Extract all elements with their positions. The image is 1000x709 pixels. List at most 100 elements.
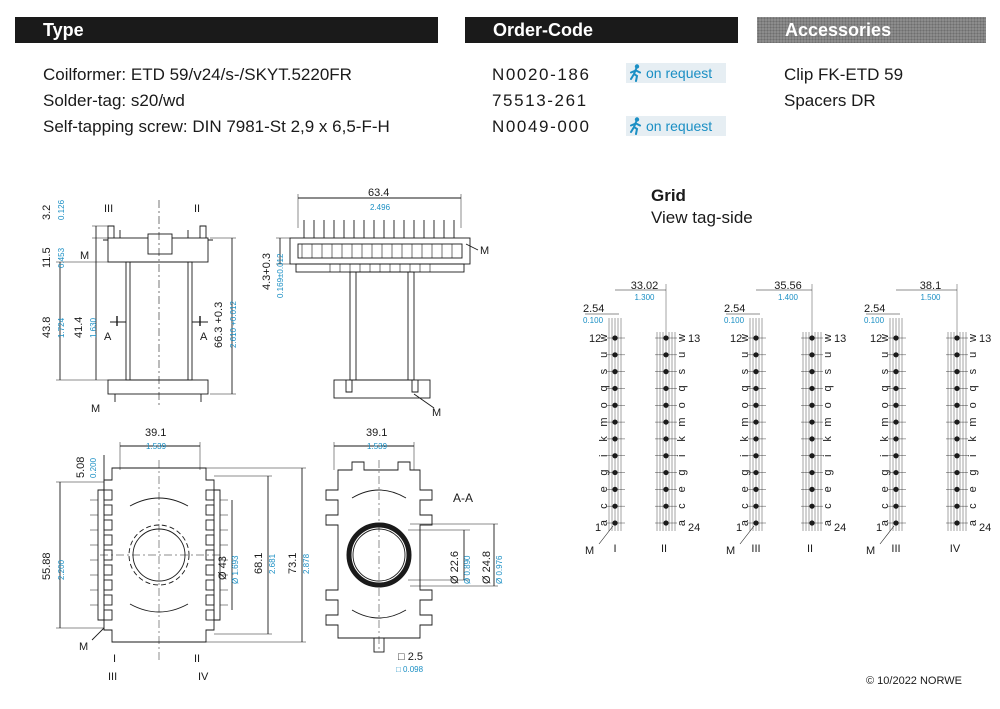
pin-letter: m [822, 418, 834, 427]
roman-grid-left: III [751, 543, 760, 555]
grid-pitch-inch: 0.100 [864, 316, 885, 325]
pin-number-13: 13 [834, 333, 846, 345]
dim-front-63-4: 63.4 [368, 187, 389, 199]
pin-dot [612, 385, 618, 392]
pin-letter: k [967, 436, 979, 442]
pin-letter: a [967, 519, 979, 526]
pin-letter: o [822, 402, 834, 408]
type-row-screw: Self-tapping screw: DIN 7981-St 2,9 x 6,… [43, 117, 390, 137]
pin-dot [809, 436, 815, 442]
type-value: ETD 59/v24/s-/SKYT.5220FR [130, 65, 352, 84]
on-request-text: on request [646, 65, 713, 81]
pin-number-24: 24 [688, 522, 700, 534]
pin-number-13: 13 [979, 333, 991, 345]
pin-letter: w [598, 334, 610, 343]
pin-number-24: 24 [834, 522, 846, 534]
pin-letter: s [822, 368, 834, 374]
dim-side-43-8-in: 1.724 [57, 317, 66, 338]
pin-dot [893, 503, 899, 509]
pin-letter: g [676, 469, 688, 475]
pin-dot [612, 352, 618, 358]
pin-letter: u [676, 352, 688, 358]
pin-dot [954, 335, 960, 341]
pin-dot [954, 503, 960, 509]
pin-letter: m [598, 418, 610, 427]
pin-letter: s [598, 368, 610, 374]
dim-side-66-3-in: 2.610 +0.012 [229, 301, 238, 348]
label-m-front-bottom: M [432, 407, 441, 419]
dim-front-4-3-in: 0.169±0.012 [276, 253, 285, 298]
pin-dot [954, 385, 960, 392]
dim-side-66-3: 66.3 +0.3 [213, 302, 225, 348]
pin-letter: a [598, 519, 610, 526]
on-request-badge-screw[interactable]: on request [626, 116, 726, 136]
pin-dot [612, 419, 618, 425]
pin-number-13: 13 [688, 333, 700, 345]
pin-letter: q [598, 385, 610, 391]
pin-dot [663, 486, 669, 492]
pin-dot [753, 520, 759, 526]
grid-pitch: 2.54 [724, 303, 745, 315]
pin-dot [663, 335, 669, 341]
header-type: Type [15, 17, 438, 43]
pin-letter: q [822, 385, 834, 391]
pin-dot [612, 503, 618, 509]
grid-width-inch: 1.400 [778, 293, 799, 302]
roman-iii-side: III [104, 203, 113, 215]
pin-dot [663, 402, 669, 408]
pin-dot [663, 520, 669, 526]
on-request-badge-coilformer[interactable]: on request [626, 63, 726, 83]
pin-dot [753, 486, 759, 492]
pin-number-1: 1 [736, 522, 742, 534]
pin-dot [893, 486, 899, 492]
pin-letter: i [598, 455, 610, 457]
pin-letter: u [967, 352, 979, 358]
dim-side-41-4-in: 1.630 [89, 317, 98, 338]
pin-letter: c [967, 503, 979, 509]
grid-width: 38.1 [920, 280, 941, 292]
pin-letter: u [822, 352, 834, 358]
roman-iv-bottom: IV [198, 671, 209, 683]
pin-letter: m [739, 418, 751, 427]
pin-letter: g [967, 469, 979, 475]
pin-dot [612, 520, 618, 526]
pin-letter: g [739, 469, 751, 475]
pin-dot [954, 402, 960, 408]
pin-dot [954, 469, 960, 476]
pin-dot [954, 453, 960, 459]
pin-letter: c [879, 503, 891, 509]
type-value: s20/wd [130, 91, 185, 110]
pin-letter: e [598, 486, 610, 492]
pin-letter: i [822, 455, 834, 457]
dim-bottom-68-1-in: 2.681 [268, 553, 277, 574]
label-m-side-bottom: M [91, 403, 100, 415]
copyright: © 10/2022 NORWE [866, 675, 962, 687]
on-request-text: on request [646, 118, 713, 134]
pin-letter: u [879, 352, 891, 358]
pin-letter: g [598, 469, 610, 475]
dim-side-11-5: 11.5 [41, 247, 53, 268]
grid-width-inch: 1.300 [634, 293, 655, 302]
grid-pitch: 2.54 [583, 303, 604, 315]
label-m-side: M [80, 250, 89, 262]
pin-dot [893, 402, 899, 408]
dim-side-11-5-in: 0.453 [57, 247, 66, 268]
pin-dot [753, 335, 759, 341]
pin-letter: a [822, 519, 834, 526]
pin-letter: m [879, 418, 891, 427]
pin-dot [809, 486, 815, 492]
pin-letter: i [879, 455, 891, 457]
pin-number-12: 12 [589, 333, 601, 345]
leader-line [879, 525, 895, 545]
roman-iii-bottom: III [108, 671, 117, 683]
pin-dot [612, 469, 618, 476]
roman-ii-bottom: II [194, 653, 200, 665]
type-row-coilformer: Coilformer: ETD 59/v24/s-/SKYT.5220FR [43, 65, 352, 85]
dim-bottom-5-08: 5.08 [75, 457, 87, 478]
pin-letter: k [822, 436, 834, 442]
dim-section-2-5: □ 2.5 [398, 651, 423, 663]
pin-letter: c [676, 503, 688, 509]
label-m-grid: M [585, 545, 594, 557]
roman-i-bottom: I [113, 653, 116, 665]
pin-dot [753, 503, 759, 509]
